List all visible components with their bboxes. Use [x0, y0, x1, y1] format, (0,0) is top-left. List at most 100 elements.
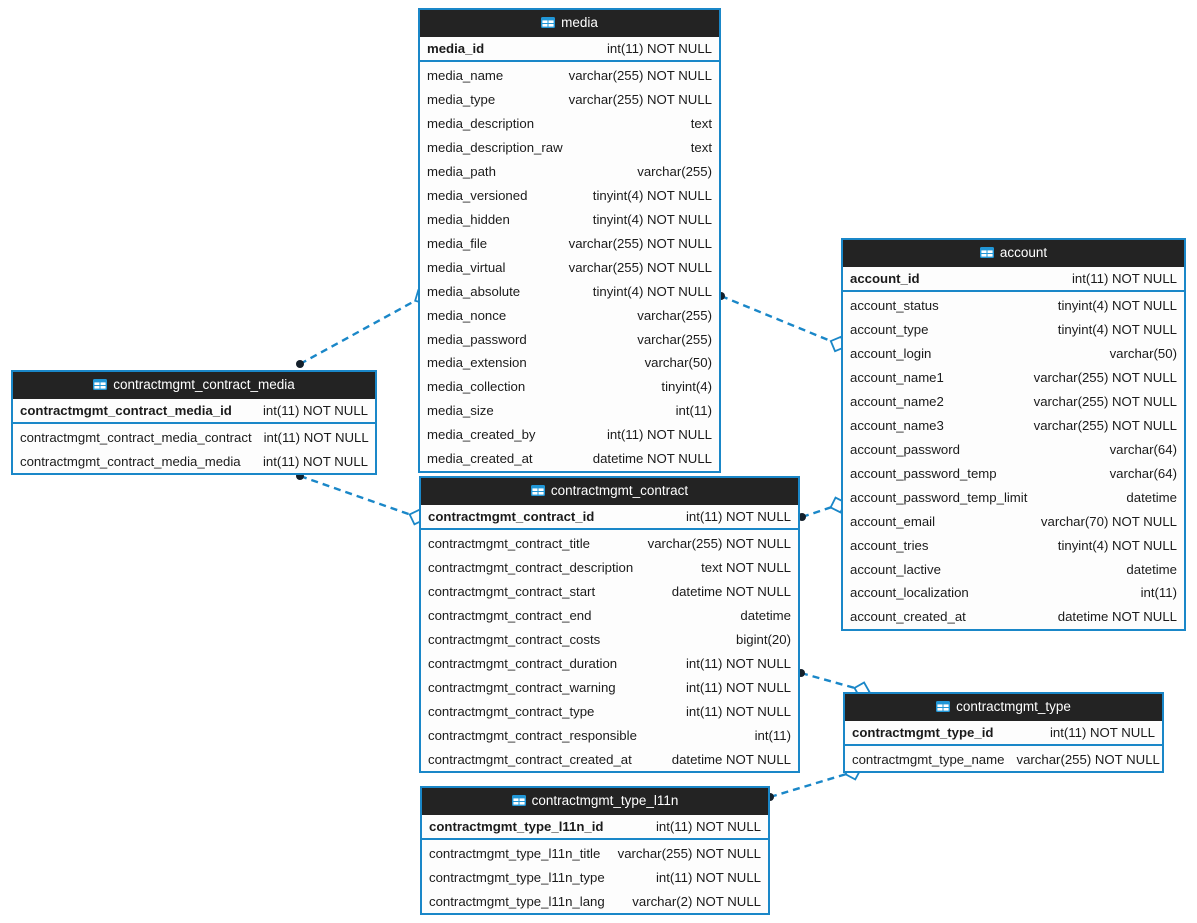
field-type: tinyint(4) NOT NULL — [592, 187, 712, 203]
field-name: account_password — [850, 441, 960, 457]
field-row: media_created_by int(11) NOT NULL — [420, 423, 719, 447]
field-name: media_file — [427, 235, 488, 251]
entity-account[interactable]: account account_id int(11) NOT NULL acco… — [841, 238, 1186, 632]
entity-header-account: account — [843, 240, 1184, 267]
primary-key-row: account_id int(11) NOT NULL — [843, 267, 1184, 293]
field-name: media_password — [427, 331, 527, 347]
field-type: tinyint(4) NOT NULL — [592, 283, 712, 299]
field-name: media_virtual — [427, 259, 506, 275]
field-type: text — [690, 115, 712, 131]
entity-title: contractmgmt_type_l11n — [531, 793, 679, 808]
entity-header-contractmgmt-contract-media: contractmgmt_contract_media — [13, 372, 375, 399]
field-row: media_path varchar(255) — [420, 159, 719, 183]
table-grid-icon — [979, 247, 994, 259]
field-name: media_hidden — [427, 211, 510, 227]
primary-key-row: contractmgmt_type_l11n_id int(11) NOT NU… — [422, 815, 768, 841]
field-row: contractmgmt_contract_media_contract int(… — [13, 425, 375, 449]
field-type: int(11) NOT NULL — [262, 453, 368, 469]
entity-media[interactable]: media media_id int(11) NOT NULL media_na… — [418, 8, 721, 474]
field-list: contractmgmt_contract_media_contract int(… — [13, 424, 375, 473]
field-type: tinyint(4) NOT NULL — [1057, 297, 1177, 313]
field-type: int(11) NOT NULL — [263, 429, 369, 445]
entity-contractmgmt-contract-media[interactable]: contractmgmt_contract_media contractmgmt… — [11, 370, 377, 476]
entity-contractmgmt-type-l11n[interactable]: contractmgmt_type_l11n contractmgmt_type… — [420, 786, 770, 916]
field-name: contractmgmt_contract_duration — [428, 655, 618, 671]
field-type: varchar(255) NOT NULL — [647, 535, 791, 551]
field-name: contractmgmt_contract_start — [428, 583, 596, 599]
field-type: varchar(255) NOT NULL — [1016, 751, 1160, 767]
field-name: contractmgmt_type_l11n_title — [429, 845, 601, 861]
entity-title: contractmgmt_contract_media — [113, 377, 295, 392]
entity-contractmgmt-contract[interactable]: contractmgmt_contract contractmgmt_contr… — [419, 476, 800, 774]
field-name: media_path — [427, 163, 496, 179]
field-type: int(11) NOT NULL — [655, 818, 761, 834]
field-name: account_login — [850, 345, 932, 361]
field-name: media_created_by — [427, 427, 536, 443]
field-name: account_name1 — [850, 369, 944, 385]
field-type: varchar(255) NOT NULL — [617, 845, 761, 861]
field-type: tinyint(4) — [661, 379, 712, 395]
field-name: contractmgmt_contract_media_id — [20, 402, 232, 418]
field-name: media_id — [427, 40, 485, 56]
field-type: datetime NOT NULL — [671, 583, 791, 599]
field-type: datetime NOT NULL — [1057, 609, 1177, 625]
field-name: media_created_at — [427, 451, 533, 467]
field-type: int(11) NOT NULL — [685, 679, 791, 695]
entity-header-contractmgmt-contract: contractmgmt_contract — [421, 478, 798, 505]
field-type: varchar(64) — [1109, 465, 1177, 481]
field-type: int(11) NOT NULL — [606, 427, 712, 443]
field-list: contractmgmt_type_l11n_title varchar(255)… — [422, 840, 768, 913]
table-grid-icon — [936, 701, 951, 713]
field-name: contractmgmt_type_name — [852, 751, 1005, 767]
entity-contractmgmt-type[interactable]: contractmgmt_type contractmgmt_type_id i… — [843, 692, 1164, 774]
field-type: varchar(70) NOT NULL — [1040, 513, 1177, 529]
field-type: varchar(255) NOT NULL — [1033, 369, 1177, 385]
field-type: varchar(255) — [637, 163, 712, 179]
field-name: account_type — [850, 321, 929, 337]
entity-header-media: media — [420, 10, 719, 37]
field-name: account_tries — [850, 537, 929, 553]
field-type: int(11) NOT NULL — [262, 402, 368, 418]
field-name: contractmgmt_type_l11n_id — [429, 818, 604, 834]
primary-key-row: contractmgmt_type_id int(11) NOT NULL — [845, 721, 1162, 747]
primary-key-row: media_id int(11) NOT NULL — [420, 37, 719, 63]
field-name: account_password_temp — [850, 465, 997, 481]
field-name: contractmgmt_contract_media_media — [20, 453, 241, 469]
field-row: contractmgmt_type_l11n_title varchar(255)… — [422, 841, 768, 865]
field-row: account_password_temp varchar(64) — [843, 461, 1184, 485]
field-name: contractmgmt_contract_costs — [428, 631, 601, 647]
field-name: contractmgmt_type_l11n_lang — [429, 893, 605, 909]
field-row: contractmgmt_type_name varchar(255) NOT N… — [845, 747, 1162, 771]
table-grid-icon — [541, 17, 556, 29]
field-name: contractmgmt_contract_media_contract — [20, 429, 252, 445]
field-type: varchar(255) — [637, 307, 712, 323]
